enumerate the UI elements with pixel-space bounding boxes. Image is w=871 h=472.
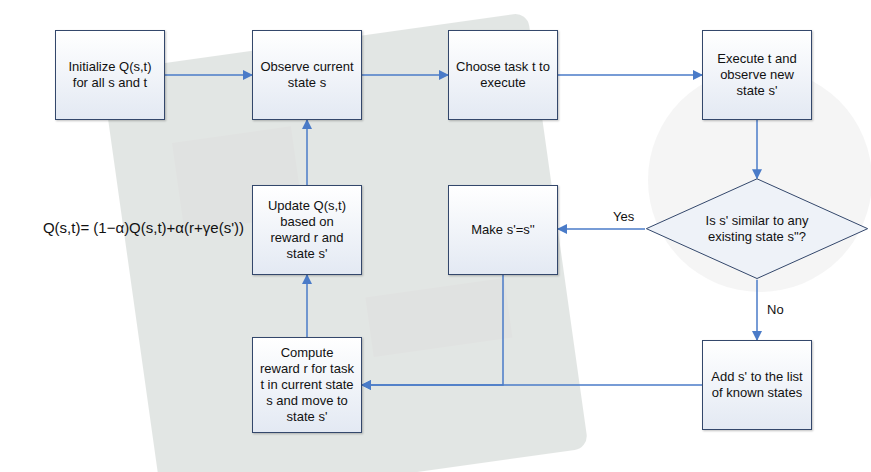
node-text: Compute reward r for task t in current s… [259, 345, 355, 425]
flow-arrow [558, 228, 645, 230]
process-box: Choose task t to execute [448, 30, 558, 120]
process-box: Execute t and observe new state s' [702, 30, 812, 120]
node-text: Initialize Q(s,t) for all s and t [62, 59, 158, 91]
process-box: Observe current state s [252, 30, 362, 120]
flow-arrow [306, 120, 308, 185]
node-text: Is s' similar to any existing state s''? [691, 213, 823, 245]
node-text: Update Q(s,t) based on reward r and stat… [259, 198, 355, 262]
flow-arrow [756, 120, 758, 178]
process-box: Add s' to the list of known states [702, 340, 812, 430]
process-box: Compute reward r for task t in current s… [252, 337, 362, 433]
edge-label: No [765, 302, 786, 318]
circuit-board [101, 12, 588, 472]
edge-label: Yes [611, 209, 636, 225]
flow-arrow [165, 74, 252, 76]
node-text: Make s'=s'' [471, 222, 534, 238]
decision-diamond: Is s' similar to any existing state s''? [645, 178, 869, 279]
update-formula: Q(s,t)= (1−α)Q(s,t)+α(r+γe(s')) [43, 219, 244, 237]
flow-arrow [558, 74, 702, 76]
process-box: Initialize Q(s,t) for all s and t [55, 30, 165, 120]
node-text: Execute t and observe new state s' [709, 51, 805, 99]
node-text: Add s' to the list of known states [709, 369, 805, 401]
node-text: Choose task t to execute [455, 59, 551, 91]
flow-arrow [306, 275, 308, 337]
process-box: Update Q(s,t) based on reward r and stat… [252, 185, 362, 275]
process-box: Make s'=s'' [448, 185, 558, 275]
node-text: Observe current state s [259, 59, 355, 91]
flow-arrow [362, 74, 448, 76]
flow-arrow [756, 280, 758, 340]
flow-arrow [362, 275, 503, 385]
